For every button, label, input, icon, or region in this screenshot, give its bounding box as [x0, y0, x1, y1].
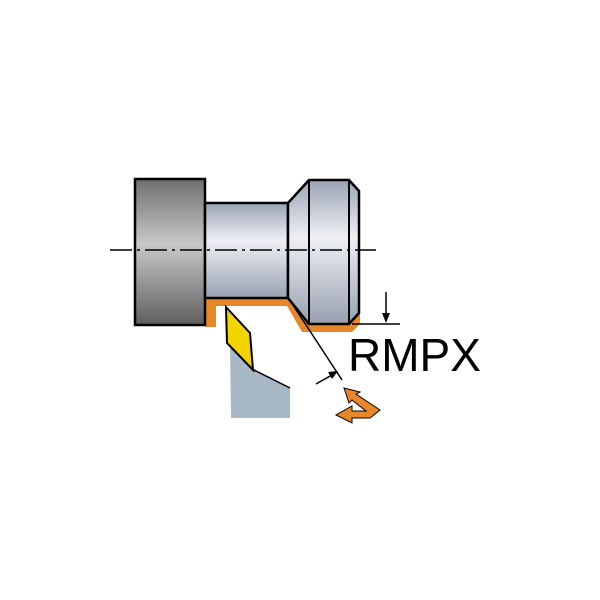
- tool-holder: [230, 346, 290, 418]
- feed-direction-icon: [334, 387, 381, 424]
- arrow-icon: [328, 371, 338, 379]
- chuck: [133, 177, 207, 327]
- workpiece-head: [286, 178, 361, 326]
- angle-line: [288, 298, 343, 381]
- arrow-down-icon: [382, 313, 390, 323]
- insert-code-label: RMPX: [348, 329, 481, 381]
- cutting-insert: [224, 304, 255, 373]
